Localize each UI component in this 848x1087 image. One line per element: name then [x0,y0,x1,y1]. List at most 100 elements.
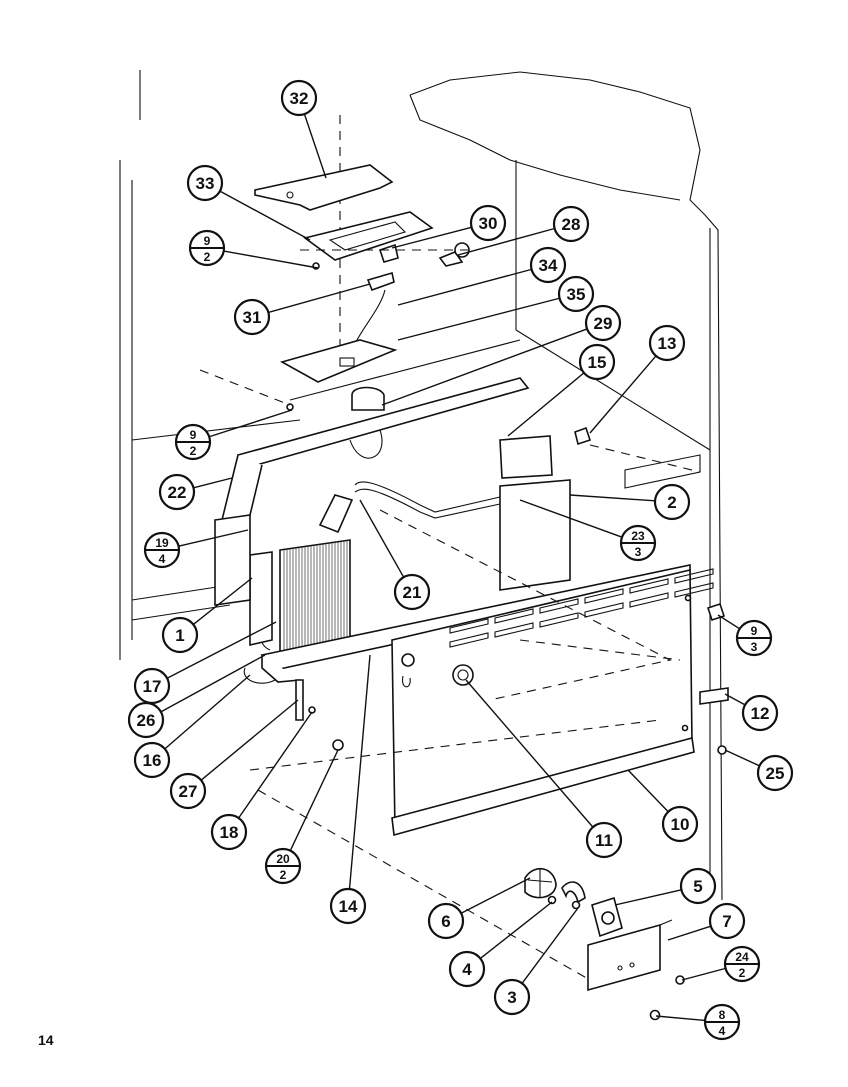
callout-denominator: 4 [719,1024,726,1038]
leader-c8-4 [655,1015,706,1022]
callout-number: 17 [143,677,162,696]
callout-number: 33 [196,174,215,193]
callout-number: 14 [339,897,358,916]
callout-circle [648,324,686,362]
callout-numerator: 9 [190,428,197,442]
callout-number: 11 [595,831,613,850]
callout-circle [133,741,171,779]
callout-c9-2b: 92 [174,423,212,461]
callout-c11: 11 [585,821,623,859]
leader-c18 [238,711,313,819]
callout-denominator: 2 [280,868,287,882]
callout-circle [169,772,207,810]
callout-number: 25 [766,764,785,783]
callout-circle [493,978,531,1016]
leader-c30 [391,226,472,249]
callout-c4: 4 [448,950,486,988]
callout-number: 1 [175,626,184,645]
leader-c35 [397,297,560,341]
leader-c10 [627,769,669,813]
callout-circle [393,573,431,611]
evaporator-bracket [220,377,592,522]
callout-c34: 34 [529,246,567,284]
callout-circle [557,275,595,313]
leader-c5 [614,889,682,906]
callout-circle [280,79,318,117]
leader-c17 [166,621,277,679]
callout-number: 4 [462,960,472,979]
leader-c24-2 [681,967,726,981]
control-housing [279,339,398,411]
leader-c12 [724,693,746,706]
callout-c19-4: 194 [143,531,181,569]
callout-c31: 31 [233,298,271,336]
callout-circle [329,887,367,925]
leader-c9-2a [223,250,319,269]
callout-c25: 25 [756,754,794,792]
callout-number: 21 [403,583,422,602]
callout-number: 22 [168,483,187,502]
suction-tubing [318,481,561,534]
leader-c27 [200,699,299,781]
callout-number: 35 [567,285,586,304]
leader-c34 [397,268,532,306]
callout-c20-2: 202 [264,847,302,885]
callout-number: 12 [751,704,770,723]
leader-c11 [465,679,594,828]
callout-numerator: 24 [735,950,749,964]
callout-circle [756,754,794,792]
callout-c16: 16 [133,741,171,779]
callout-number: 28 [562,215,581,234]
callout-denominator: 3 [635,545,642,559]
callout-c32: 32 [280,79,318,117]
callout-number: 29 [594,314,613,333]
leader-c1 [192,577,253,625]
callout-leaders [160,113,760,1022]
callout-c17: 17 [133,667,171,705]
callout-circle [552,205,590,243]
leader-c13 [589,355,657,434]
callout-number: 32 [290,89,309,108]
callout-c30: 30 [469,204,507,242]
callout-number: 2 [667,493,676,512]
leader-c9-3 [717,614,741,630]
evaporator-coil [214,479,571,666]
callout-circle [161,616,199,654]
callout-number: 30 [479,214,498,233]
top-cover-plate [254,164,394,211]
callout-circle [469,204,507,242]
callout-denominator: 2 [204,250,211,264]
callout-circle [679,867,717,905]
callout-circle [210,813,248,851]
leader-c32 [303,113,327,179]
page-number: 14 [38,1032,54,1048]
leader-c26 [160,654,266,713]
leader-c20-2 [289,749,339,851]
callout-circle [427,902,465,940]
callout-numerator: 9 [751,624,758,638]
leader-c31 [268,283,371,314]
leader-c28 [457,227,555,256]
callout-circle [448,950,486,988]
callout-circle [741,694,779,732]
fan-motor-assembly [524,867,685,1021]
callout-circle [158,473,196,511]
callout-number: 27 [179,782,198,801]
callout-numerator: 8 [719,1008,726,1022]
callout-number: 34 [539,256,558,275]
callout-c8-4: 84 [703,1003,741,1041]
callout-c15: 15 [578,343,616,381]
callout-c27: 27 [169,772,207,810]
callout-number: 6 [441,912,450,931]
callout-denominator: 4 [159,552,166,566]
callout-number: 10 [671,815,690,834]
callout-c6: 6 [427,902,465,940]
callout-c18: 18 [210,813,248,851]
leader-c15 [507,372,585,437]
leader-c23-3 [519,499,623,538]
callout-c9-2a: 92 [188,229,226,267]
callout-number: 7 [722,912,731,931]
callout-c33: 33 [186,164,224,202]
leader-c29 [381,328,588,406]
